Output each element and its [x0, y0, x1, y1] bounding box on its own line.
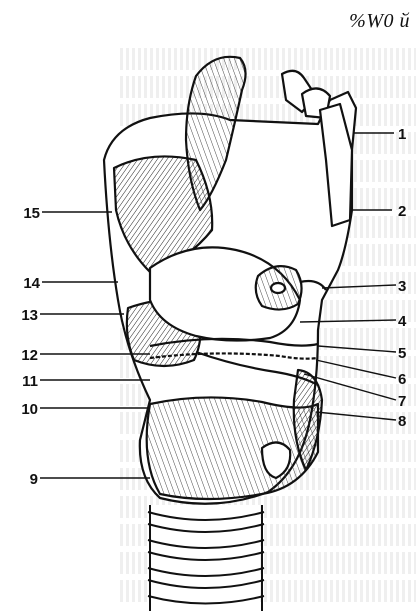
- label-4: 4: [398, 313, 407, 330]
- label-12: 12: [21, 347, 38, 364]
- label-5: 5: [398, 345, 406, 362]
- label-9: 9: [30, 471, 38, 488]
- label-14: 14: [23, 275, 40, 292]
- label-15: 15: [23, 205, 40, 222]
- label-13: 13: [21, 307, 38, 324]
- label-2: 2: [398, 203, 406, 220]
- label-7: 7: [398, 393, 406, 410]
- label-6: 6: [398, 371, 406, 388]
- label-11: 11: [22, 373, 38, 390]
- label-10: 10: [21, 401, 38, 418]
- label-1: 1: [398, 126, 406, 143]
- trachea: [148, 505, 264, 611]
- label-8: 8: [398, 413, 406, 430]
- larynx-body: [104, 57, 356, 504]
- label-3: 3: [398, 278, 406, 295]
